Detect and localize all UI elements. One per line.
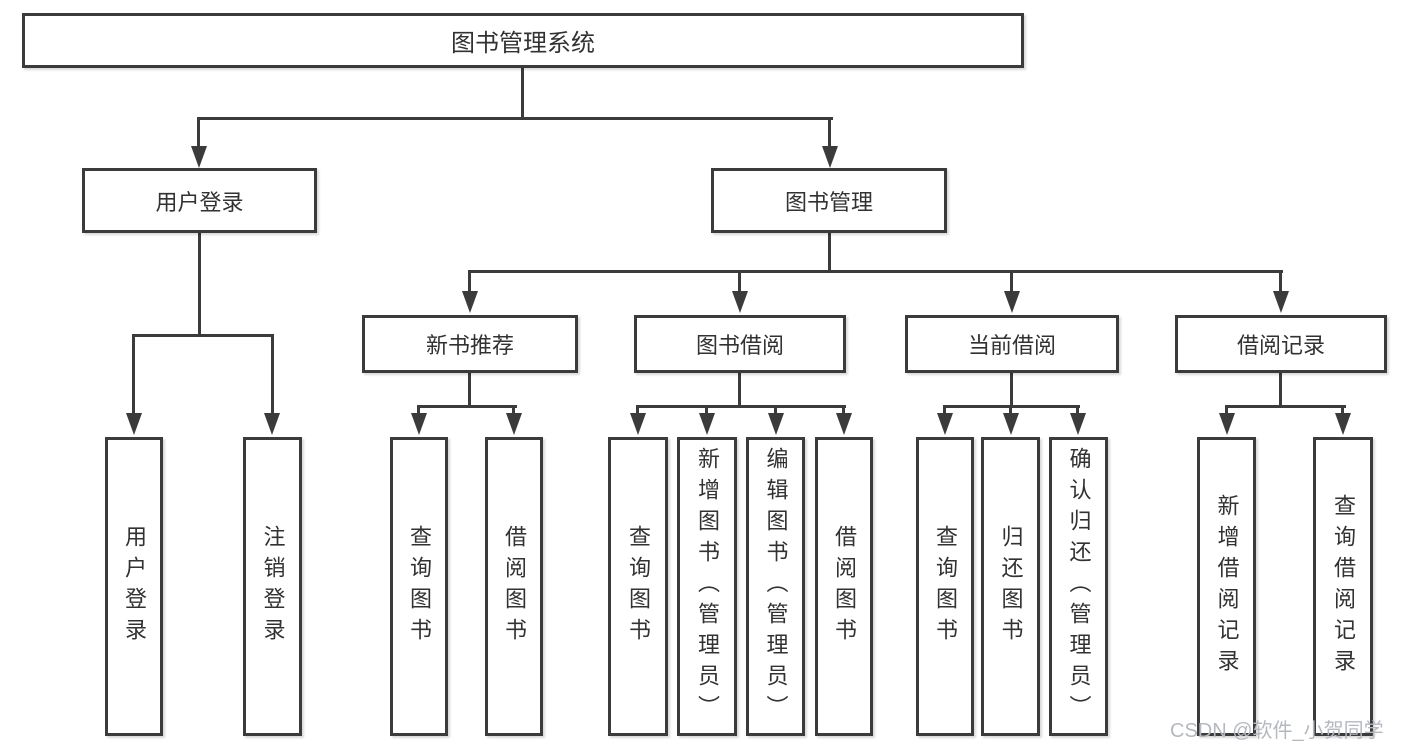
connector-line — [1010, 270, 1013, 293]
leaf-logout-label: 注销登录 — [260, 524, 286, 649]
arrowhead-down-icon — [1003, 413, 1019, 435]
node-current-borrow-label: 当前借阅 — [967, 333, 1056, 358]
connector-line — [774, 405, 777, 417]
connector-line — [468, 373, 471, 408]
arrowhead-down-icon — [264, 413, 280, 435]
leaf-bb-query-book: 查询图书 — [608, 437, 668, 736]
arrowhead-down-icon — [1070, 413, 1086, 435]
arrowhead-down-icon — [836, 413, 852, 435]
leaf-br-add-record-label: 新增借阅记录 — [1214, 493, 1240, 680]
arrowhead-down-icon — [1219, 413, 1235, 435]
connector-line — [132, 334, 135, 416]
connector-line — [636, 405, 846, 408]
csdn-watermark: CSDN @软件_小贺同学 — [1170, 720, 1384, 742]
connector-line — [132, 334, 274, 337]
connector-line — [198, 233, 201, 336]
leaf-cb-confirm-return: 确认归还（管理员） — [1049, 437, 1108, 736]
connector-line — [417, 405, 517, 408]
connector-line — [828, 233, 831, 273]
leaf-nbr-query-book-label: 查询图书 — [407, 524, 432, 649]
connector-line — [468, 270, 1283, 273]
node-borrow-record: 借阅记录 — [1175, 315, 1387, 373]
connector-line — [705, 405, 708, 417]
leaf-bb-borrow-book-label: 借阅图书 — [832, 524, 857, 649]
node-current-borrow: 当前借阅 — [905, 315, 1119, 373]
connector-line — [842, 405, 845, 417]
node-book-management: 图书管理 — [711, 168, 947, 233]
leaf-logout: 注销登录 — [243, 437, 302, 736]
connector-line — [1279, 373, 1282, 408]
arrowhead-down-icon — [732, 291, 748, 313]
arrowhead-down-icon — [1273, 291, 1289, 313]
connector-line — [738, 270, 741, 293]
leaf-nbr-query-book: 查询图书 — [390, 437, 448, 736]
connector-line — [636, 405, 639, 417]
arrowhead-down-icon — [768, 413, 784, 435]
arrowhead-down-icon — [462, 291, 478, 313]
leaf-user-login-label: 用户登录 — [122, 524, 147, 649]
connector-line — [197, 117, 833, 120]
node-book-management-label: 图书管理 — [784, 189, 873, 215]
arrowhead-down-icon — [630, 413, 646, 435]
node-new-book-recommend: 新书推荐 — [362, 315, 578, 373]
leaf-br-query-record-label: 查询借阅记录 — [1331, 493, 1356, 680]
arrowhead-down-icon — [1335, 413, 1351, 435]
connector-line — [1341, 405, 1344, 417]
node-root: 图书管理系统 — [22, 13, 1024, 68]
leaf-user-login: 用户登录 — [105, 437, 163, 736]
connector-line — [1076, 405, 1079, 417]
connector-line — [943, 405, 946, 417]
node-user-login-label: 用户登录 — [155, 189, 244, 215]
arrowhead-down-icon — [411, 413, 427, 435]
leaf-bb-add-book-label: 新增图书（管理员） — [695, 447, 720, 726]
arrowhead-down-icon — [126, 413, 142, 435]
leaf-cb-query-book-label: 查询图书 — [933, 524, 958, 649]
node-new-book-recommend-label: 新书推荐 — [425, 333, 514, 358]
connector-line — [738, 373, 741, 408]
connector-line — [512, 405, 515, 417]
leaf-cb-confirm-return-label: 确认归还（管理员） — [1066, 447, 1092, 726]
node-book-borrow: 图书借阅 — [634, 315, 846, 373]
leaf-cb-query-book: 查询图书 — [916, 437, 974, 736]
leaf-nbr-borrow-book: 借阅图书 — [485, 437, 543, 736]
node-book-borrow-label: 图书借阅 — [695, 333, 784, 358]
leaf-cb-return-book-label: 归还图书 — [998, 524, 1024, 649]
connector-line — [1010, 373, 1013, 408]
connector-line — [1279, 270, 1282, 293]
leaf-cb-return-book: 归还图书 — [981, 437, 1040, 736]
connector-line — [468, 270, 471, 293]
arrowhead-down-icon — [1004, 291, 1020, 313]
leaf-nbr-borrow-book-label: 借阅图书 — [502, 524, 527, 649]
leaf-bb-edit-book: 编辑图书（管理员） — [746, 437, 805, 736]
arrowhead-down-icon — [506, 413, 522, 435]
node-user-login: 用户登录 — [82, 168, 317, 233]
leaf-bb-add-book: 新增图书（管理员） — [677, 437, 737, 736]
connector-line — [417, 405, 420, 417]
connector-line — [521, 68, 524, 118]
connector-line — [1225, 405, 1346, 408]
connector-line — [197, 117, 200, 149]
connector-line — [1225, 405, 1228, 417]
arrowhead-down-icon — [191, 146, 207, 168]
leaf-br-query-record: 查询借阅记录 — [1313, 437, 1373, 736]
leaf-br-add-record: 新增借阅记录 — [1197, 437, 1256, 736]
connector-line — [828, 117, 831, 149]
leaf-bb-query-book-label: 查询图书 — [626, 524, 651, 649]
leaf-bb-borrow-book: 借阅图书 — [815, 437, 873, 736]
node-root-label: 图书管理系统 — [451, 30, 595, 57]
leaf-bb-edit-book-label: 编辑图书（管理员） — [763, 447, 789, 726]
connector-line — [1009, 405, 1012, 417]
node-borrow-record-label: 借阅记录 — [1236, 333, 1325, 358]
arrowhead-down-icon — [822, 146, 838, 168]
arrowhead-down-icon — [937, 413, 953, 435]
arrowhead-down-icon — [699, 413, 715, 435]
connector-line — [271, 334, 274, 416]
